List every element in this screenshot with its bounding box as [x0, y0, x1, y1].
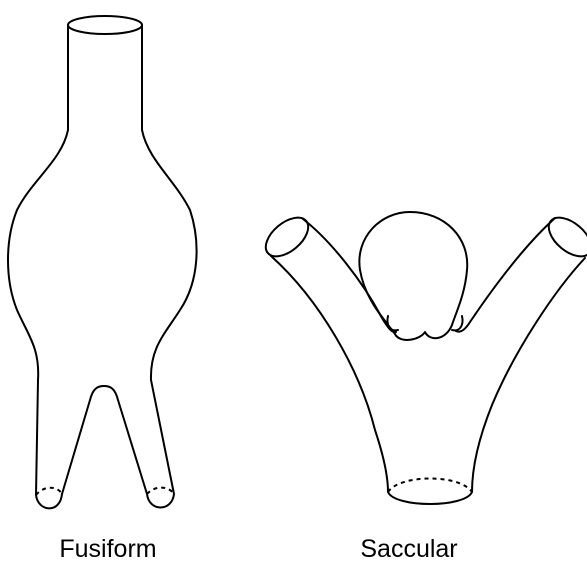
fusiform-aneurysm-drawing [8, 16, 197, 508]
saccular-base-opening [388, 479, 472, 493]
saccular-right-branch-opening [542, 210, 587, 264]
saccular-vessel-outline [271, 256, 585, 504]
fusiform-right-branch-opening [147, 488, 174, 494]
saccular-inner-left-edge [303, 219, 396, 332]
fusiform-left-branch-opening [36, 488, 62, 495]
saccular-label: Saccular [309, 534, 509, 564]
fusiform-outline [8, 25, 197, 508]
fusiform-vessel-top-opening [68, 16, 142, 34]
saccular-sac-neck-left [387, 316, 398, 330]
saccular-left-branch-opening [259, 210, 315, 264]
saccular-sac [359, 212, 467, 340]
saccular-aneurysm-drawing [259, 210, 587, 504]
fusiform-label: Fusiform [8, 534, 208, 564]
